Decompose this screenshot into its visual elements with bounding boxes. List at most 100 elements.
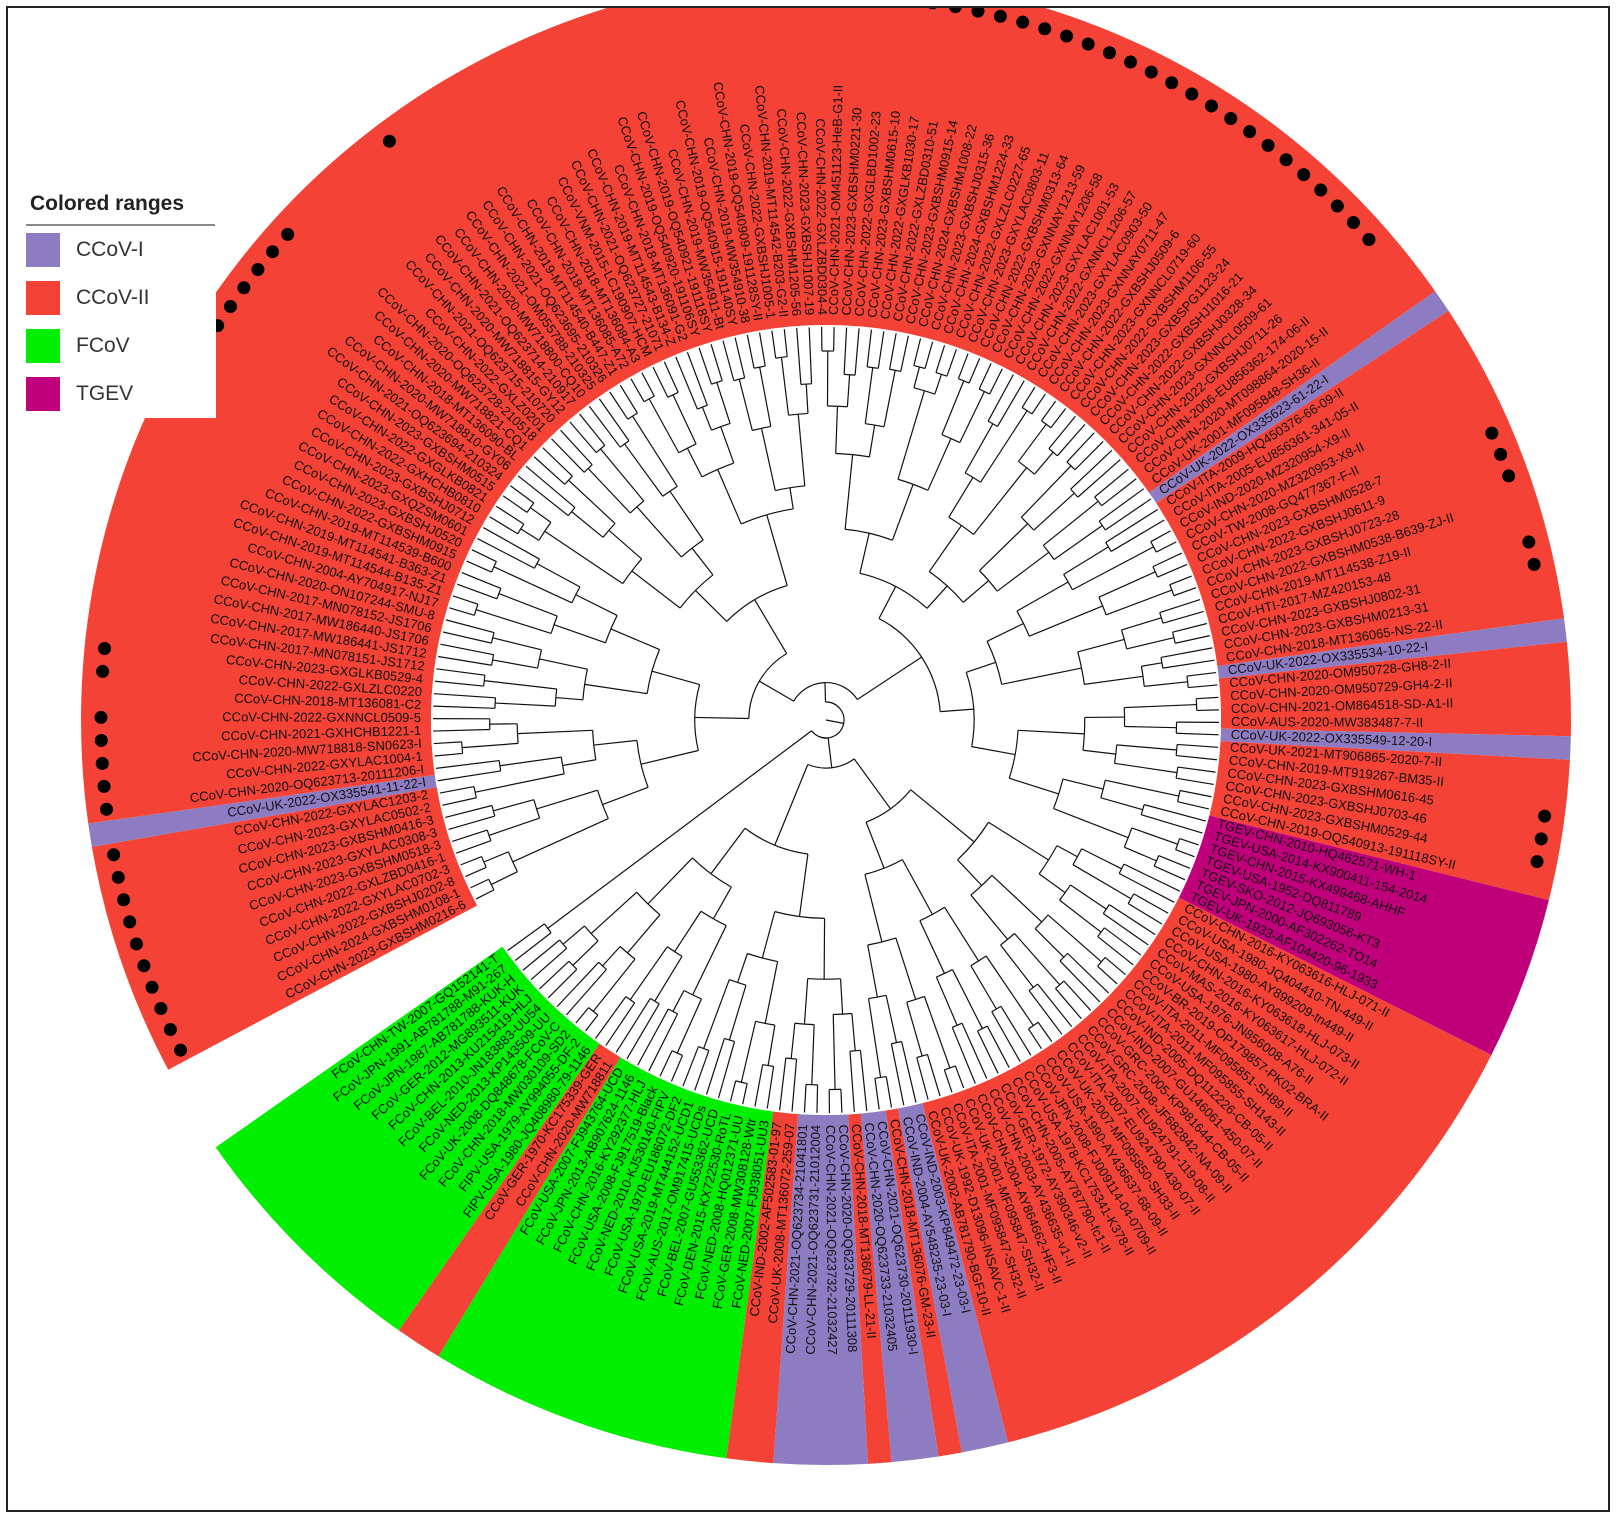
branch (710, 827, 746, 875)
legend-item-fcov: FCoV (26, 322, 216, 370)
branch (951, 969, 983, 1029)
branch (976, 1030, 999, 1074)
sample-dot (129, 937, 143, 951)
sample-dot (928, 8, 937, 10)
branch (864, 367, 874, 424)
branch (507, 923, 545, 951)
branch (957, 353, 969, 379)
sample-dot (96, 664, 110, 678)
branch-arc (490, 561, 497, 573)
branch (517, 475, 569, 517)
branch (766, 514, 788, 586)
branch (493, 566, 573, 604)
branch (943, 1069, 953, 1093)
branch-arc (473, 604, 479, 616)
branch-arc (1140, 804, 1145, 815)
branch (1050, 408, 1067, 429)
branch (602, 946, 621, 967)
branch (483, 527, 540, 560)
branch (767, 1025, 776, 1066)
branch (1018, 423, 1047, 462)
branch (970, 965, 997, 1010)
sample-dot (1060, 29, 1074, 43)
branch (944, 906, 980, 962)
range-band-ccov-ii (1156, 310, 1565, 667)
branch (654, 956, 683, 1002)
range-band-fcov (438, 1057, 774, 1459)
branch (1157, 563, 1188, 578)
branch-arc (537, 649, 543, 669)
branch (1153, 865, 1186, 881)
leaf-label: CCoV-CHN-2021-GXHCHB1221-1 (221, 723, 421, 744)
branch (991, 874, 1043, 923)
branch-arc (889, 368, 901, 373)
branch (923, 996, 951, 1069)
branch (694, 716, 749, 720)
sample-dot (1502, 469, 1516, 483)
branch (846, 374, 851, 407)
branch (980, 410, 1028, 483)
branch (1063, 546, 1109, 575)
branch (575, 1007, 590, 1024)
branch (835, 406, 839, 454)
branch (1179, 838, 1199, 846)
branch-arc (683, 989, 702, 1000)
branch (957, 859, 983, 886)
branch (1159, 598, 1201, 614)
branch (585, 1014, 599, 1032)
branch (637, 1008, 669, 1066)
sample-dot (97, 779, 111, 793)
branch-arc (1175, 744, 1178, 756)
branch (935, 345, 946, 373)
sample-dot (154, 1002, 168, 1016)
range-band-ccov-ii (81, 8, 1436, 824)
branch (1070, 449, 1113, 490)
branch (764, 961, 779, 1024)
branch (803, 978, 809, 1025)
branch (746, 334, 755, 369)
branch (1021, 386, 1036, 408)
branch (789, 487, 794, 510)
branch (712, 886, 732, 920)
branch (575, 594, 618, 616)
branch (562, 925, 585, 945)
branch (466, 560, 492, 573)
sample-dot (223, 299, 237, 313)
branch (1110, 519, 1165, 552)
branch (844, 454, 854, 530)
branch (1000, 1005, 1032, 1056)
branch (710, 344, 723, 381)
branch-arc (488, 878, 495, 891)
branch (761, 911, 776, 959)
branch (1152, 552, 1183, 568)
branch-arc (1102, 904, 1110, 914)
branch (530, 507, 552, 523)
branch (979, 523, 1029, 571)
branch (489, 516, 519, 535)
branch (600, 448, 645, 502)
branch (1196, 696, 1219, 700)
sample-dot (1102, 46, 1116, 60)
branch (556, 961, 600, 1008)
branch (1133, 893, 1169, 914)
branch (588, 405, 621, 448)
branch (436, 668, 485, 676)
branch (986, 622, 1024, 642)
branch (791, 1059, 798, 1112)
branch (565, 968, 607, 1016)
branch (996, 551, 1050, 592)
sample-dot (1204, 99, 1218, 113)
sample-dot (98, 641, 112, 655)
branch (885, 995, 898, 1043)
branch (1124, 725, 1177, 729)
branch (901, 859, 933, 915)
branch (859, 533, 870, 574)
sample-dot (94, 710, 108, 724)
branch-arc (490, 632, 495, 644)
sample-dot (382, 134, 396, 148)
branch-arc (592, 730, 597, 760)
branch (859, 1050, 868, 1111)
branch (851, 1013, 856, 1051)
branch (868, 425, 876, 457)
branch-arc (762, 1063, 774, 1067)
